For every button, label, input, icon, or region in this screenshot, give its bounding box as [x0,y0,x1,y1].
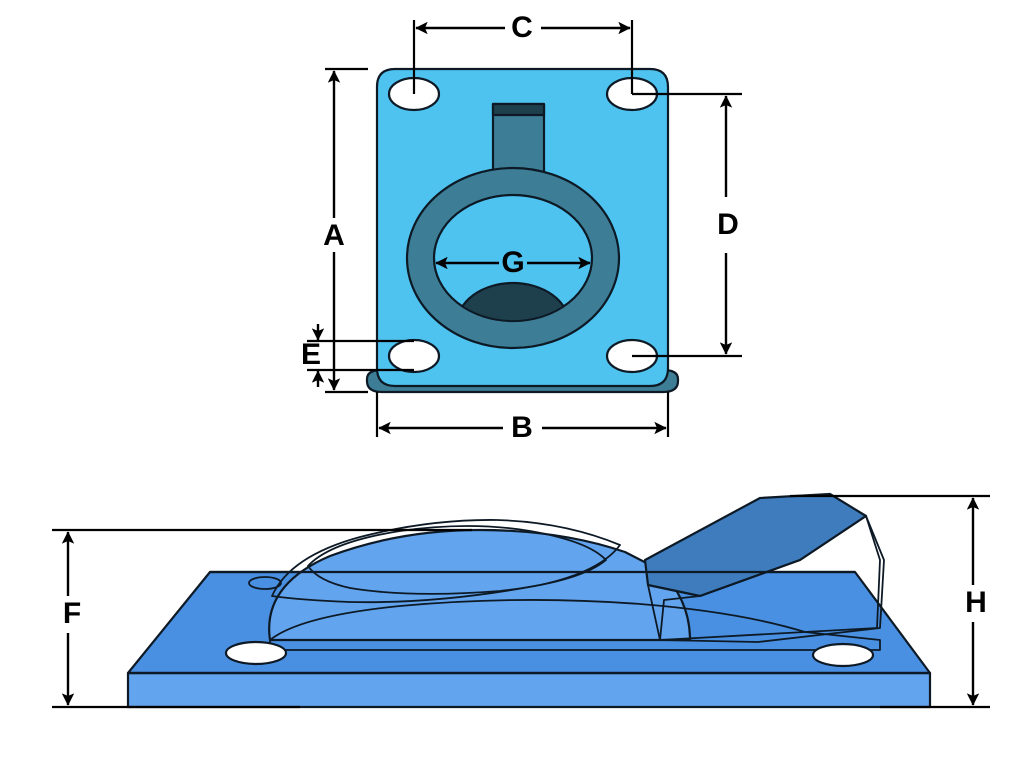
dimension-c: C [412,11,634,94]
dimension-c-label: C [511,11,533,44]
dimension-h: H [790,494,990,709]
dimension-f: F [52,528,472,709]
side-mounting-hole-rear-left [248,576,282,590]
dimension-g-label: G [501,246,524,279]
dimension-h-label: H [965,586,987,619]
dimension-e: E [301,324,414,387]
dimension-a-label: A [323,219,345,252]
side-base-front-face [126,671,932,709]
side-ramp-front-face [659,515,881,641]
pull-ring-inner-edge [433,194,593,322]
side-mounting-hole-front-left [224,640,288,666]
dimension-d-label: D [717,208,739,241]
mounting-hole-bottom-left [387,338,441,374]
dimension-f-label: F [63,597,81,630]
dimension-e-label: E [301,338,321,371]
dimension-b-label: B [511,411,533,444]
side-skirt-blend [269,599,881,651]
side-mounting-hole-front-right [811,642,875,668]
ring-recess-shadow [455,281,571,321]
side-view-group: F H [52,492,990,709]
dimension-g: G [435,246,591,279]
side-dome-upper-band [271,519,621,604]
shackle-tab-top-band [491,102,546,117]
dimension-b: B [375,392,670,444]
ring-recess-group [455,281,571,321]
dimension-d: D [632,92,742,358]
top-view-group: C A E [301,11,742,444]
dimension-a: A [323,67,368,394]
